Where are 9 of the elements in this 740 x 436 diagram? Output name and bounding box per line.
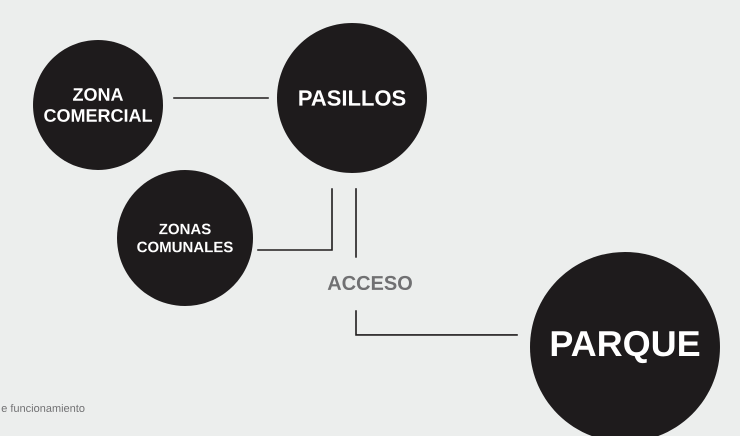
connector-line bbox=[257, 188, 333, 251]
connector-line bbox=[173, 97, 269, 99]
circle-node: ZONAS COMUNALES bbox=[117, 170, 253, 306]
circle-node: PASILLOS bbox=[277, 23, 427, 173]
connector-line bbox=[355, 188, 357, 258]
node-label: ACCESO bbox=[328, 276, 412, 290]
circle-node: ZONA COMERCIAL bbox=[33, 40, 163, 170]
connector-line bbox=[355, 310, 518, 336]
caption-text: e funcionamiento bbox=[2, 404, 84, 412]
